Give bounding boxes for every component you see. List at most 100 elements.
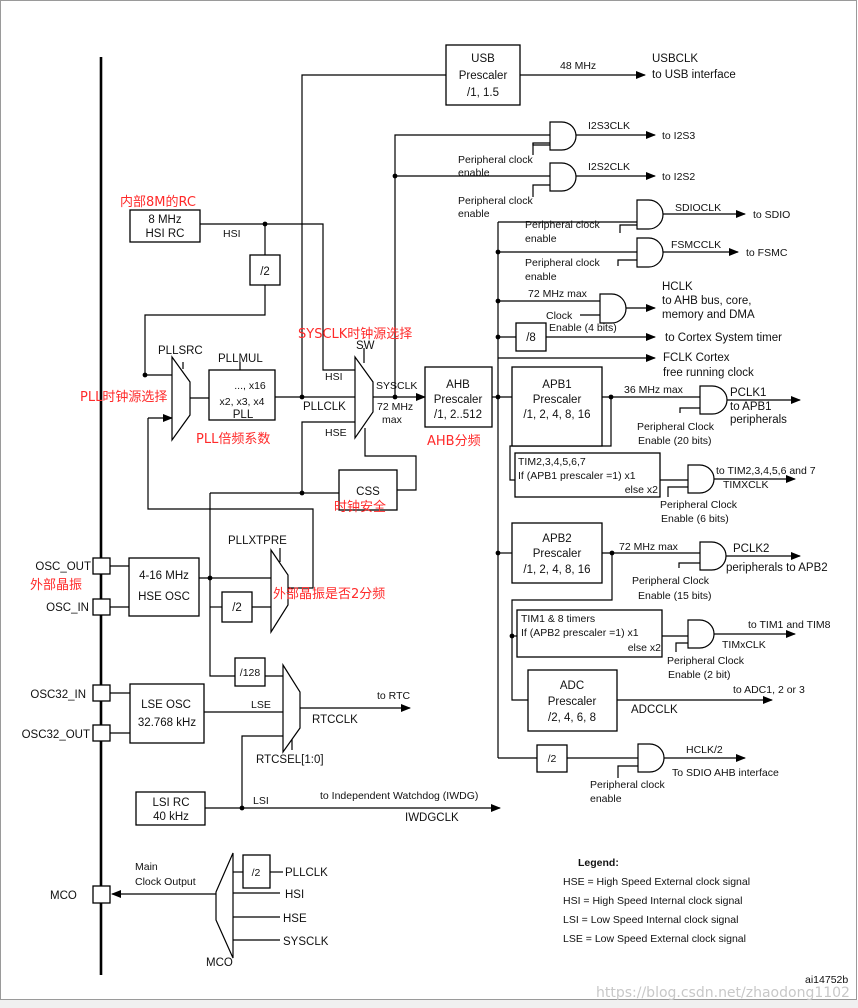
hclk2-label: HCLK/2 — [686, 744, 723, 756]
systick-div: /8 — [526, 332, 536, 344]
sw-hsi-label: HSI — [325, 371, 343, 383]
tim-apb2-line-3: else x2 — [628, 642, 661, 654]
annotation-hse-div2: 外部晶振是否2分频 — [273, 587, 385, 602]
hclk-dest-2: memory and DMA — [662, 309, 755, 321]
hclk-enable-1: Clock — [546, 310, 573, 322]
i2s2-enable-2: enable — [458, 208, 490, 220]
rtcsel-mux — [282, 662, 301, 754]
i2s3-dest: to I2S3 — [662, 130, 695, 142]
mco-pin — [92, 885, 111, 904]
adc-prescaler-box — [527, 669, 618, 732]
apb1-dest-1: to APB1 — [730, 401, 772, 413]
apb2-sub: Prescaler — [533, 548, 582, 560]
tim-apb1-clk: TIMXCLK — [723, 479, 769, 491]
annotation-sysclk-select: SYSCLK时钟源选择 — [298, 326, 412, 342]
sw-label: SW — [356, 340, 375, 352]
sdio-enable-1: Peripheral clock — [525, 219, 600, 231]
apb1-title: APB1 — [542, 379, 571, 391]
sdio-ahb-div2-box — [536, 744, 568, 773]
sdio-ahb-div: /2 — [548, 753, 557, 765]
hsi-div2-box — [249, 254, 281, 286]
mco-label-1: Main — [135, 861, 158, 873]
ahb-sub: Prescaler — [434, 394, 483, 406]
mco-div2-box — [242, 854, 271, 889]
pll-line-3: PLL — [233, 409, 254, 421]
tim-apb1-line-1: TIM2,3,4,5,6,7 — [518, 456, 586, 468]
apb2-dest: peripherals to APB2 — [726, 562, 828, 574]
wires — [110, 71, 801, 941]
mco-mux-label: MCO — [206, 957, 233, 969]
hsi-div: /2 — [260, 266, 270, 278]
mco-mux — [215, 852, 234, 959]
watermark: https://blog.csdn.net/zhaodong1102 — [596, 985, 850, 1001]
i2s2clk-label: I2S2CLK — [588, 161, 630, 173]
annotations: 内部8M的RC SYSCLK时钟源选择 PLL时钟源选择 PLL倍频系数 AHB… — [30, 194, 481, 602]
rtc-dest: to RTC — [377, 690, 410, 702]
hse-osc-line-2: HSE OSC — [138, 591, 190, 603]
i2s2-enable-1: Peripheral clock — [458, 195, 533, 207]
apb2-enable-1: Peripheral Clock — [632, 575, 710, 587]
fclk-line-2: free running clock — [663, 367, 754, 379]
pll-box — [208, 369, 276, 421]
lse-signal: LSE — [251, 699, 271, 711]
usbclk-label: USBCLK — [652, 53, 698, 65]
tim-apb2-and-gate — [687, 619, 715, 649]
osc32-out-pin — [92, 724, 111, 742]
apb1-enable-1: Peripheral Clock — [637, 421, 715, 433]
pllmul-label: PLLMUL — [218, 353, 263, 365]
annotation-pll-src-select: PLL时钟源选择 — [80, 389, 167, 405]
fsmc-and-gate — [636, 237, 664, 268]
adc-dest: to ADC1, 2 or 3 — [733, 684, 805, 696]
hclk-dest-1: to AHB bus, core, — [662, 295, 752, 307]
sdio-enable-2: enable — [525, 233, 557, 245]
legend-item: HSI = High Speed Internal clock signal — [563, 895, 742, 907]
pllsrc-label: PLLSRC — [158, 345, 203, 357]
tim-apb1-dest: to TIM2,3,4,5,6 and 7 — [716, 465, 816, 477]
hsi-rc-line-1: 8 MHz — [148, 214, 181, 226]
i2s2-and-gate — [549, 162, 577, 192]
pllsrc-mux — [171, 355, 191, 442]
annotation-pll-mul: PLL倍频系数 — [196, 432, 270, 447]
ahb-prescaler-box — [424, 366, 493, 428]
bottom-strip — [0, 1000, 858, 1008]
css-label: CSS — [356, 486, 380, 498]
iwdg-dest: to Independent Watchdog (IWDG) — [320, 790, 478, 802]
hsi-rc-line-2: HSI RC — [146, 228, 185, 240]
apb2-enable-2: Enable (15 bits) — [638, 590, 712, 602]
apb1-max: 36 MHz max — [624, 384, 684, 396]
iwdgclk-label: IWDGCLK — [405, 812, 459, 824]
usb-ratio: /1, 1.5 — [467, 87, 499, 99]
tim-apb1-line-2: If (APB1 prescaler =1) x1 — [518, 470, 636, 482]
adc-ratio: /2, 4, 6, 8 — [548, 712, 596, 724]
ahb-ratio: /1, 2..512 — [434, 409, 482, 421]
rtcclk-label: RTCCLK — [312, 714, 358, 726]
legend-title: Legend: — [578, 857, 619, 869]
osc-in-pin — [92, 598, 111, 616]
osc-out-label: OSC_OUT — [35, 561, 91, 573]
tim-apb1-line-3: else x2 — [625, 484, 658, 496]
tim-apb2-enable-1: Peripheral Clock — [667, 655, 745, 667]
sdio-dest: to SDIO — [753, 209, 790, 221]
adc-sub: Prescaler — [548, 696, 597, 708]
and-gates — [549, 121, 728, 773]
hclk-enable-2: Enable (4 bits) — [549, 322, 617, 334]
junction-dots — [142, 173, 615, 811]
apb1-dest-2: peripherals — [730, 414, 787, 426]
pll-line-1: ..., x16 — [234, 380, 266, 392]
hse-div2-box — [221, 591, 253, 623]
sdio-and-gate — [636, 199, 664, 230]
hsi-rc-box — [129, 209, 201, 243]
annotation-hse: 外部晶振 — [30, 578, 82, 593]
mco-input-hse: HSE — [283, 913, 307, 925]
apb2-prescaler-box — [511, 522, 603, 584]
annotation-hsi-rc: 内部8M的RC — [120, 194, 196, 210]
tim-apb2-dest: to TIM1 and TIM8 — [748, 619, 831, 631]
hclk-max: 72 MHz max — [528, 288, 588, 300]
lsi-signal: LSI — [253, 795, 269, 807]
systick-dest: to Cortex System timer — [665, 332, 782, 344]
hse-osc-box — [128, 557, 200, 617]
osc32-out-label: OSC32_OUT — [22, 729, 90, 741]
usb-dest: to USB interface — [652, 69, 736, 81]
